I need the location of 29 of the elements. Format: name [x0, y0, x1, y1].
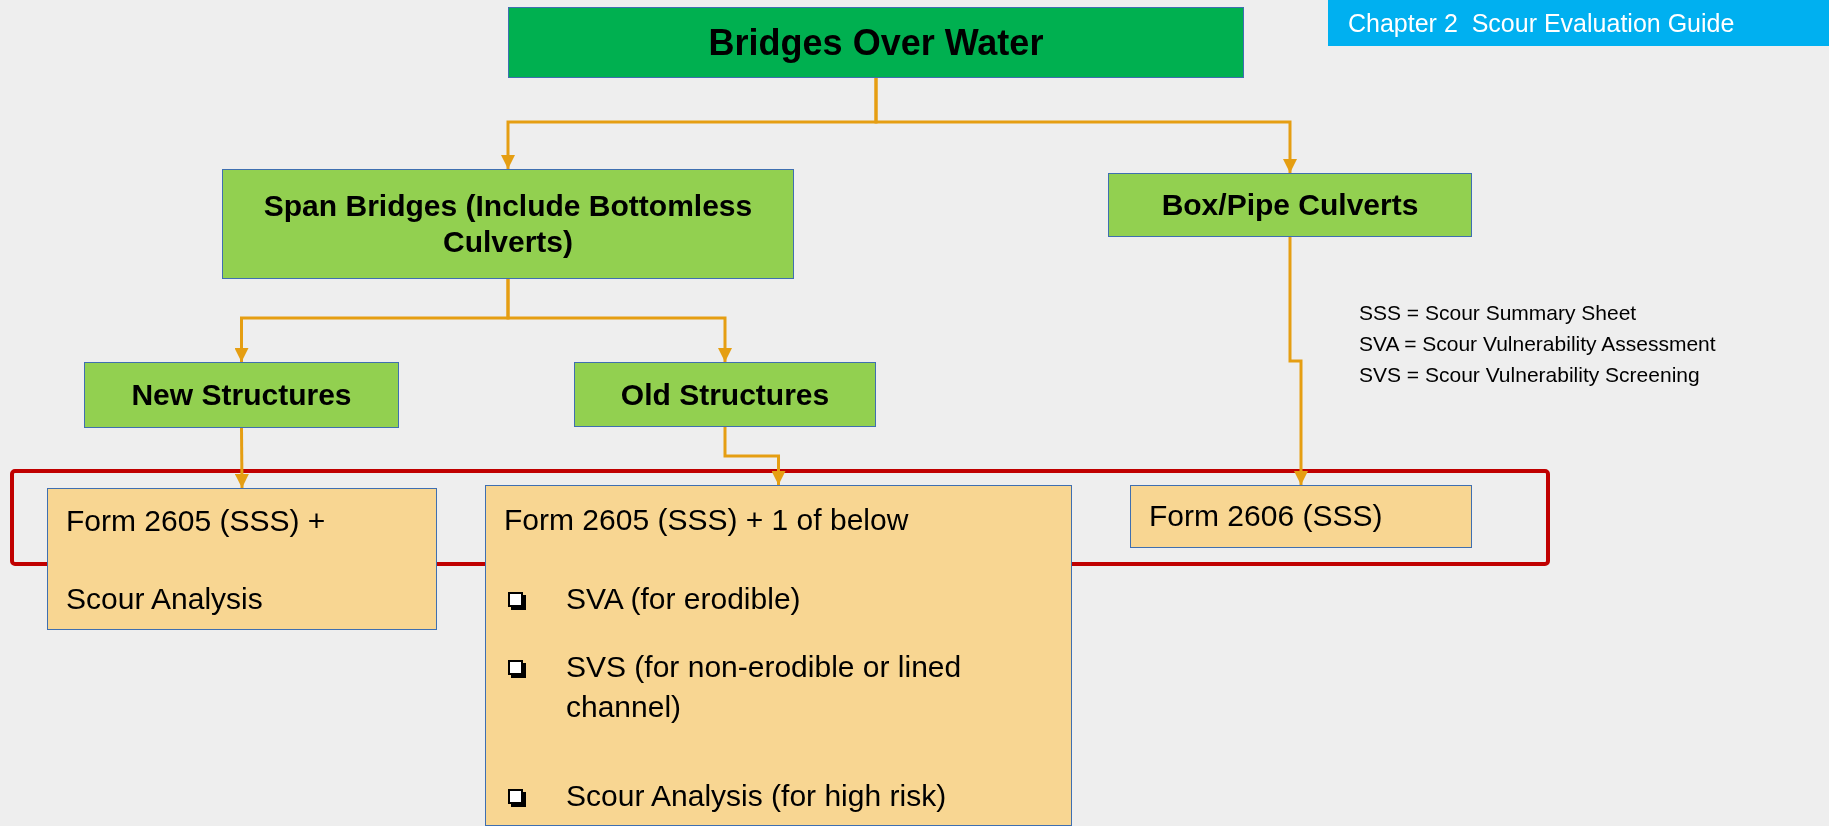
box-title: Span Bridges (Include Bottomless Culverts)	[262, 188, 754, 260]
requirement-text: Scour Analysis	[66, 581, 264, 617]
root-box	[508, 7, 1244, 78]
category-box	[222, 169, 794, 279]
box-title: Old Structures	[619, 376, 831, 413]
box-title: New Structures	[130, 377, 353, 413]
connector-arrow	[874, 78, 1297, 173]
category-box	[84, 362, 399, 428]
requirement-text: SVS (for non-erodible or lined channel)	[566, 649, 963, 725]
abbreviation-note: SVA = Scour Vulnerability Assessment	[1359, 331, 1716, 357]
requirement-text: Scour Analysis (for high risk)	[566, 778, 948, 814]
box-title: Box/Pipe Culverts	[1160, 187, 1420, 223]
requirement-box	[47, 488, 437, 630]
requirement-text: Form 2606 (SSS)	[1149, 498, 1384, 534]
chapter-banner: Chapter 2 Scour Evaluation Guide	[1328, 0, 1829, 46]
box-title: Bridges Over Water	[707, 20, 1045, 65]
requirement-text: Form 2605 (SSS) +	[66, 503, 327, 539]
requirement-text: Form 2605 (SSS) + 1 of below	[504, 502, 910, 538]
connector-arrow	[234, 428, 249, 488]
requirement-box	[485, 485, 1072, 826]
abbreviation-note: SSS = Scour Summary Sheet	[1359, 300, 1637, 326]
abbreviation-note: SVS = Scour Vulnerability Screening	[1359, 362, 1700, 388]
requirement-text: SVA (for erodible)	[566, 581, 802, 617]
category-box	[1108, 173, 1472, 237]
connector-arrow	[506, 279, 732, 362]
category-box	[574, 362, 876, 427]
requirement-box	[1130, 485, 1472, 548]
connector-arrow	[1288, 237, 1308, 485]
connector-arrow	[723, 427, 786, 485]
